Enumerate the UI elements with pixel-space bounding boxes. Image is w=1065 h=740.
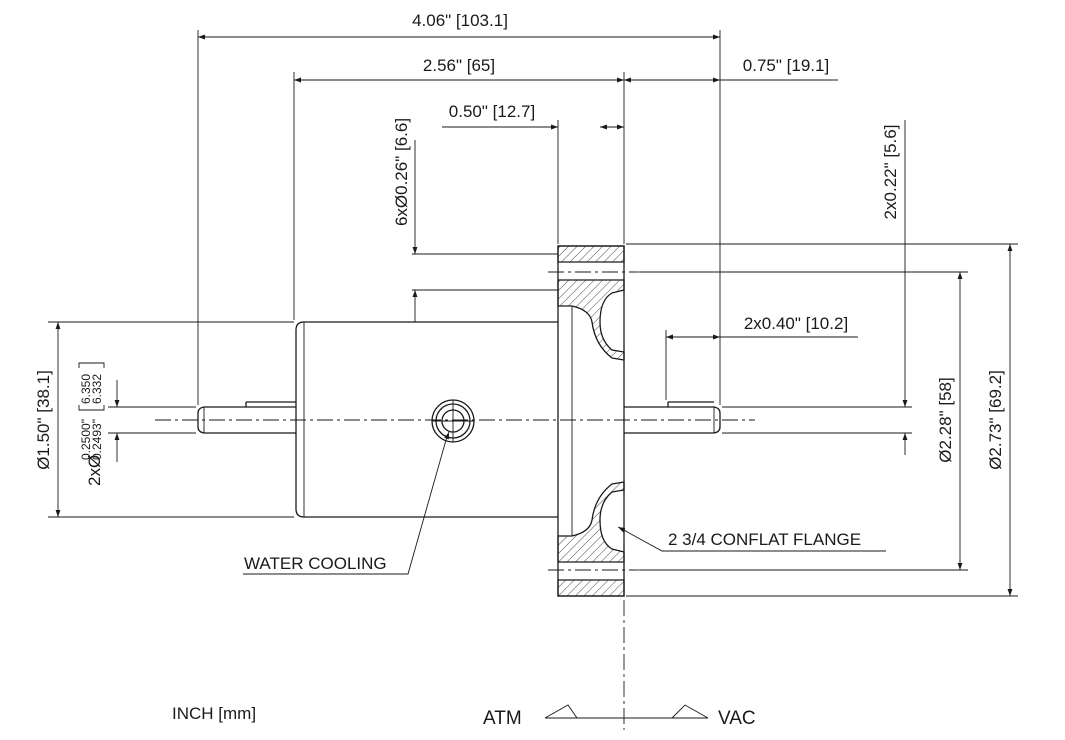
left-shaft — [197, 401, 296, 434]
units-label: INCH [mm] — [172, 704, 256, 723]
right-shaft — [624, 401, 721, 434]
vac-label: VAC — [718, 708, 756, 729]
bolt-circle-label: Ø2.28" [58] — [936, 377, 955, 462]
water-cooling-label: WATER COOLING — [244, 554, 387, 573]
extension-lines — [48, 30, 1018, 597]
vac-triangle-icon — [671, 704, 709, 719]
flange-diameter-label: Ø2.73" [69.2] — [986, 370, 1005, 470]
atm-triangle-icon — [544, 704, 578, 719]
shaft-extension-label: 0.75" [19.1] — [743, 56, 829, 75]
conflat-flange — [548, 245, 640, 597]
overall-length-label: 4.06" [103.1] — [412, 11, 508, 30]
shaft-diameter-mm-upper: 6.350 — [79, 374, 93, 404]
centerlines — [155, 419, 755, 730]
dimension-lines — [55, 34, 1013, 596]
bolt-holes-label: 6xØ0.26" [6.6] — [392, 118, 411, 226]
body-length-label: 2.56" [65] — [423, 56, 495, 75]
flange-label: 2 3/4 CONFLAT FLANGE — [668, 530, 861, 549]
flange-leader — [619, 527, 886, 552]
water-cooling-leader — [243, 439, 447, 575]
main-cylinder — [295, 321, 558, 518]
water-cooling-port — [431, 399, 475, 443]
leaders — [243, 431, 886, 575]
shaft-diameter-tolerance: 2xØ 0.2500" 0.2493" 6.350 6.332 — [78, 362, 105, 486]
dimension-texts: 4.06" [103.1] 2.56" [65] 0.75" [19.1] 0.… — [34, 11, 1005, 486]
flat-depth-label: 2x0.22" [5.6] — [881, 125, 900, 220]
shaft-diameter-prefix: 2xØ — [85, 455, 104, 486]
annotation-texts: WATER COOLING 2 3/4 CONFLAT FLANGE INCH … — [172, 530, 861, 729]
shaft-diameter-inch-lower: 0.2493" — [90, 419, 104, 460]
shaft-diameter-mm-lower: 6.332 — [90, 374, 104, 404]
feedthrough-body — [197, 245, 721, 597]
atm-vac-symbol — [544, 704, 709, 719]
shaft-diameter-inch-upper: 0.2500" — [79, 419, 93, 460]
flat-length-label: 2x0.40" [10.2] — [744, 314, 848, 333]
flange-thickness-label: 0.50" [12.7] — [449, 102, 535, 121]
body-diameter-label: Ø1.50" [38.1] — [34, 370, 53, 470]
atm-label: ATM — [483, 708, 522, 729]
